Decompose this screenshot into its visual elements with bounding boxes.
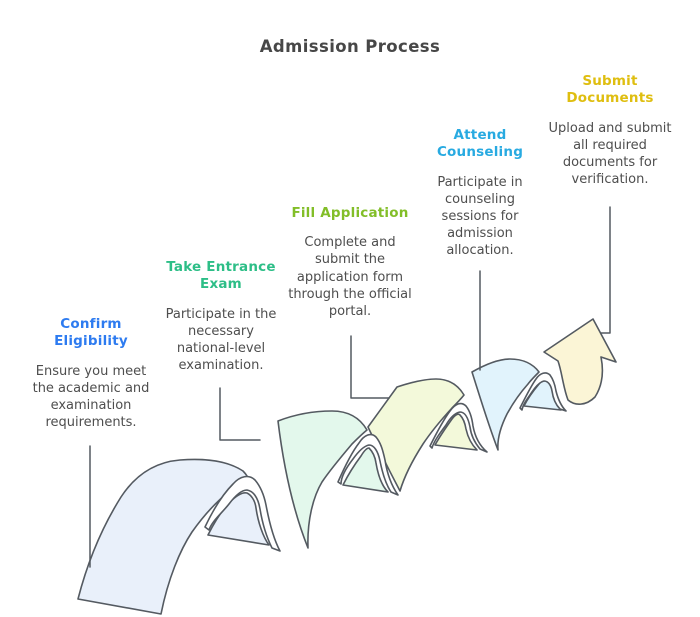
connector-line-2 [219,387,261,441]
ribbon-fold-backside-4 [519,372,567,412]
step-fill-application: Fill Application Complete and submit the… [278,205,422,320]
step-label: Fill Application [291,205,409,221]
page-title: Admission Process [259,37,441,56]
ribbon-fold-underface-2 [342,447,389,493]
step-description: Upload and submit all required documents… [548,120,672,187]
step-confirm-eligibility: Confirm Eligibility Ensure you meet the … [28,316,154,431]
step-label: Attend Counseling [436,127,524,161]
step-label: Submit Documents [566,73,654,107]
ribbon-fold-backside-2 [337,433,399,496]
step-label: Take Entrance Exam [166,259,276,293]
connector-line-5 [600,206,611,334]
step-description: Complete and submit the application form… [288,235,412,319]
ribbon-fold-backside-3 [429,402,488,453]
ribbon-arrow-segment-5 [543,318,617,405]
step-description: Participate in the necessary national-le… [165,306,277,373]
step-take-entrance-exam: Take Entrance Exam Participate in the ne… [159,259,283,374]
step-label: Confirm Eligibility [54,316,128,350]
step-attend-counseling: Attend Counseling Participate in counsel… [418,127,542,259]
connector-line-3 [350,335,390,399]
step-description: Ensure you meet the academic and examina… [32,363,150,430]
ribbon-fold-underface-3 [434,413,478,451]
step-submit-documents: Submit Documents Upload and submit all r… [548,73,672,188]
ribbon-fold-backside-1 [204,475,281,552]
ribbon-band-segment-4 [471,358,540,451]
ribbon-band-segment-2 [277,410,368,549]
step-description: Participate in counseling sessions for a… [437,174,523,259]
